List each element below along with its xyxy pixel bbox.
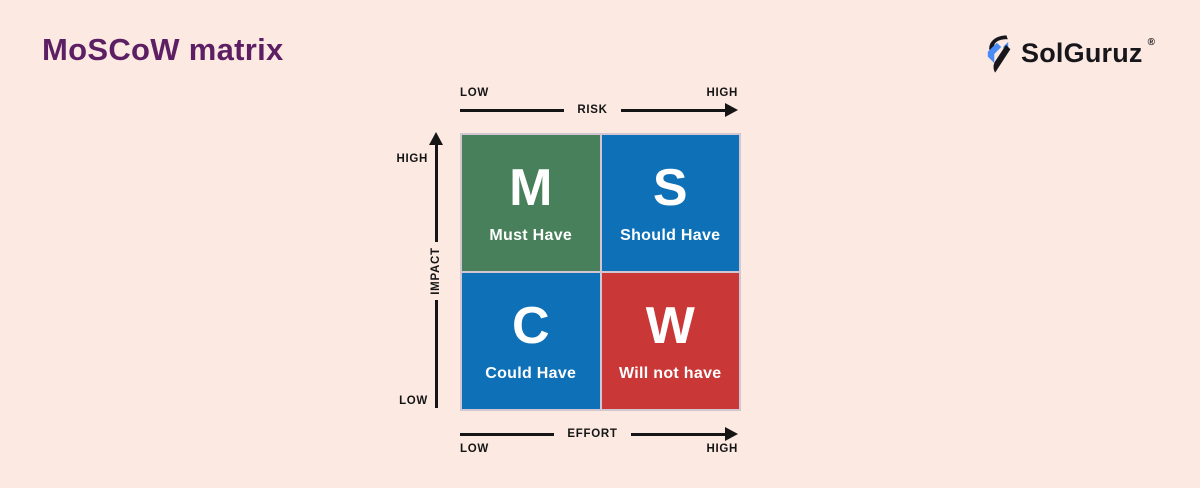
risk-axis-line-right	[620, 108, 725, 112]
effort-axis: EFFORT	[460, 426, 739, 442]
moscow-matrix-grid: M Must Have S Should Have C Could Have W…	[460, 133, 741, 411]
effort-axis-line-left	[460, 432, 555, 436]
quadrant-letter: W	[645, 296, 695, 355]
solguruz-logo-icon	[987, 35, 1011, 73]
impact-axis-line-upper	[435, 144, 438, 242]
registered-mark: ®	[1147, 37, 1155, 48]
effort-axis-title: EFFORT	[567, 428, 618, 440]
impact-axis-line-lower	[435, 300, 438, 408]
impact-low-label: LOW	[399, 395, 428, 407]
effort-high-label: HIGH	[706, 443, 738, 455]
quadrant-should-have: S Should Have	[601, 135, 739, 271]
quadrant-label: Could Have	[485, 364, 577, 382]
brand-name: SolGuruz	[1021, 38, 1143, 68]
quadrant-will-not-have: W Will not have	[601, 273, 739, 409]
risk-axis-line-left	[460, 108, 565, 112]
quadrant-label: Must Have	[489, 226, 573, 244]
risk-arrowhead-icon	[725, 103, 738, 117]
quadrant-must-have: M Must Have	[462, 135, 600, 271]
risk-axis-endpoints: LOW HIGH	[460, 87, 738, 99]
effort-axis-line-right	[630, 432, 726, 436]
quadrant-label: Will not have	[619, 364, 722, 382]
impact-arrowhead-icon	[429, 132, 443, 145]
risk-low-label: LOW	[460, 87, 489, 99]
effort-low-label: LOW	[460, 443, 489, 455]
impact-high-label: HIGH	[396, 153, 428, 165]
quadrant-letter: M	[509, 158, 553, 217]
effort-arrowhead-icon	[725, 427, 739, 441]
brand-logo: SolGuruz ®	[983, 33, 1155, 74]
effort-axis-endpoints: LOW HIGH	[460, 443, 738, 455]
risk-high-label: HIGH	[706, 87, 738, 99]
quadrant-letter: C	[511, 296, 550, 355]
quadrant-letter: S	[652, 158, 688, 217]
risk-axis: RISK	[460, 102, 738, 118]
quadrant-could-have: C Could Have	[462, 273, 600, 409]
page-title: MoSCoW matrix	[42, 32, 284, 67]
risk-axis-title: RISK	[577, 104, 608, 116]
quadrant-label: Should Have	[620, 226, 721, 244]
